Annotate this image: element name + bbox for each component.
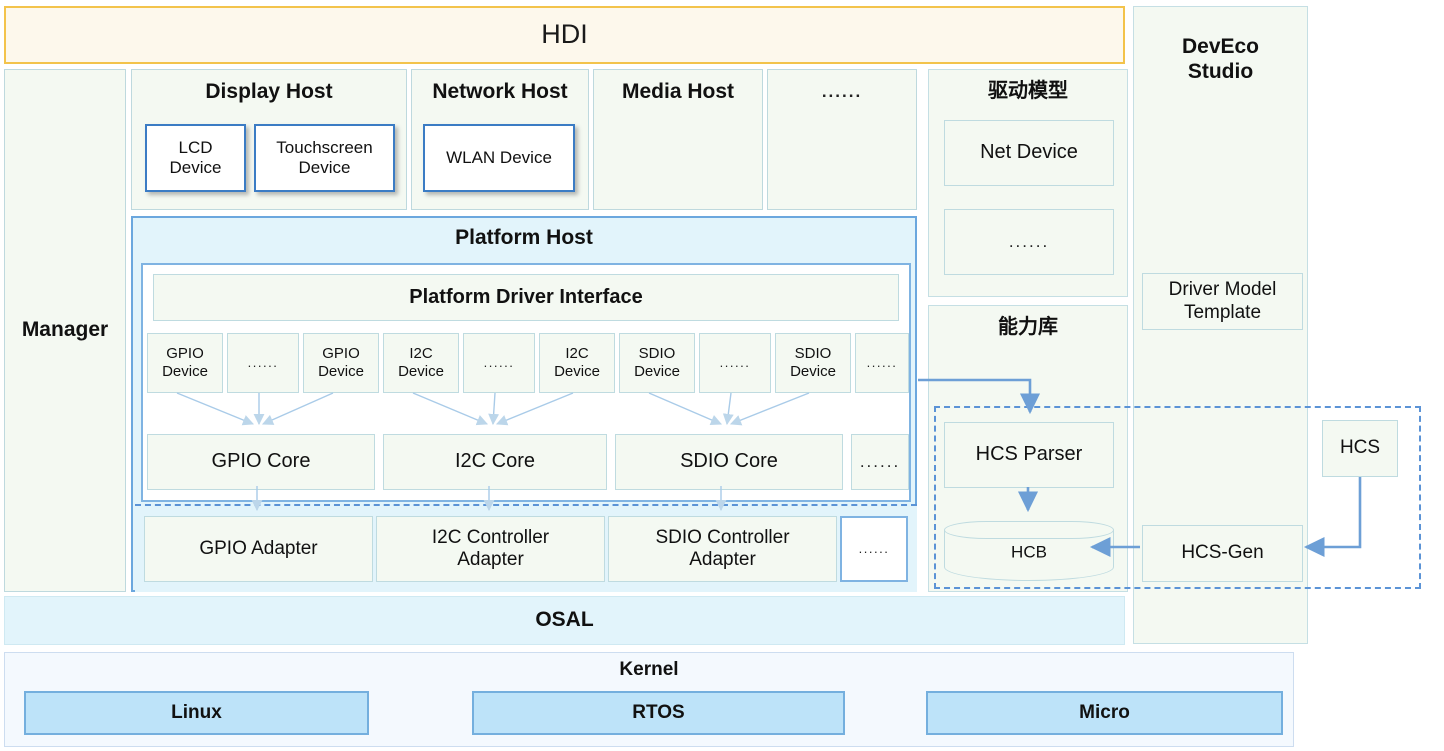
manager-label: Manager	[21, 318, 109, 342]
driver-model-panel: 驱动模型 Net Device ......	[928, 69, 1128, 297]
deveco-studio-title: DevEco Studio	[1181, 35, 1260, 83]
platform-device-sdio-2[interactable]: SDIO Device	[775, 333, 851, 393]
hcb-cylinder[interactable]: HCB	[944, 521, 1114, 581]
platform-adapter-dots: ......	[840, 516, 908, 582]
manager-panel: Manager	[4, 69, 126, 592]
platform-core-gpio[interactable]: GPIO Core	[147, 434, 375, 490]
host-title: Display Host	[205, 80, 333, 103]
platform-core-dots: ......	[851, 434, 909, 490]
hdi-label: HDI	[541, 19, 588, 50]
platform-dashed-separator	[135, 504, 917, 506]
platform-device-dots-3: ......	[699, 333, 771, 393]
host-title: Media Host	[621, 80, 734, 103]
platform-adapter-i2c[interactable]: I2C Controller Adapter	[376, 516, 605, 582]
device-touchscreen[interactable]: Touchscreen Device	[254, 124, 395, 192]
hdi-bar: HDI	[4, 6, 1125, 64]
host-more: ......	[767, 69, 917, 210]
kernel-item-linux[interactable]: Linux	[24, 691, 369, 735]
platform-core-sdio[interactable]: SDIO Core	[615, 434, 843, 490]
platform-device-dots-2: ......	[463, 333, 535, 393]
hcs-dashed-region	[934, 406, 1421, 589]
hcb-cylinder-top	[944, 521, 1114, 539]
host-display: Display Host LCD Device Touchscreen Devi…	[131, 69, 407, 210]
platform-host: Platform Host Platform Driver Interface …	[131, 216, 917, 592]
platform-device-i2c-1[interactable]: I2C Device	[383, 333, 459, 393]
osal-bar: OSAL	[4, 596, 1125, 645]
capability-library-panel: 能力库 HCS Parser HCB	[928, 305, 1128, 592]
platform-inner: Platform Driver Interface GPIO Device ..…	[141, 263, 911, 502]
platform-driver-interface: Platform Driver Interface	[153, 274, 899, 321]
driver-model-template-box[interactable]: Driver Model Template	[1142, 273, 1303, 330]
host-network: Network Host WLAN Device	[411, 69, 589, 210]
platform-adapter-sdio[interactable]: SDIO Controller Adapter	[608, 516, 837, 582]
platform-host-title: Platform Host	[455, 226, 593, 249]
platform-device-gpio-2[interactable]: GPIO Device	[303, 333, 379, 393]
platform-device-dots-4: ......	[855, 333, 909, 393]
kernel-title: Kernel	[619, 659, 679, 680]
hcs-box[interactable]: HCS	[1322, 420, 1398, 477]
capability-library-title: 能力库	[998, 316, 1058, 338]
driver-model-title: 驱动模型	[988, 80, 1068, 102]
host-title: ......	[821, 82, 863, 101]
kernel-item-rtos[interactable]: RTOS	[472, 691, 845, 735]
hcb-label: HCB	[1011, 542, 1047, 562]
platform-core-i2c[interactable]: I2C Core	[383, 434, 607, 490]
host-media: Media Host	[593, 69, 763, 210]
platform-device-gpio-1[interactable]: GPIO Device	[147, 333, 223, 393]
platform-device-i2c-2[interactable]: I2C Device	[539, 333, 615, 393]
platform-device-sdio-1[interactable]: SDIO Device	[619, 333, 695, 393]
driver-model-dots: ......	[944, 209, 1114, 275]
host-title: Network Host	[432, 80, 568, 103]
platform-device-dots-1: ......	[227, 333, 299, 393]
kernel-item-micro[interactable]: Micro	[926, 691, 1283, 735]
deveco-studio-panel: DevEco Studio Driver Model Template HCS-…	[1133, 6, 1308, 644]
hcs-gen-box[interactable]: HCS-Gen	[1142, 525, 1303, 582]
driver-model-net-device[interactable]: Net Device	[944, 120, 1114, 186]
osal-label: OSAL	[535, 608, 594, 632]
platform-adapter-gpio[interactable]: GPIO Adapter	[144, 516, 373, 582]
kernel-panel: Kernel Linux RTOS Micro	[4, 652, 1294, 747]
device-lcd[interactable]: LCD Device	[145, 124, 246, 192]
device-wlan[interactable]: WLAN Device	[423, 124, 575, 192]
hcs-parser-box[interactable]: HCS Parser	[944, 422, 1114, 488]
